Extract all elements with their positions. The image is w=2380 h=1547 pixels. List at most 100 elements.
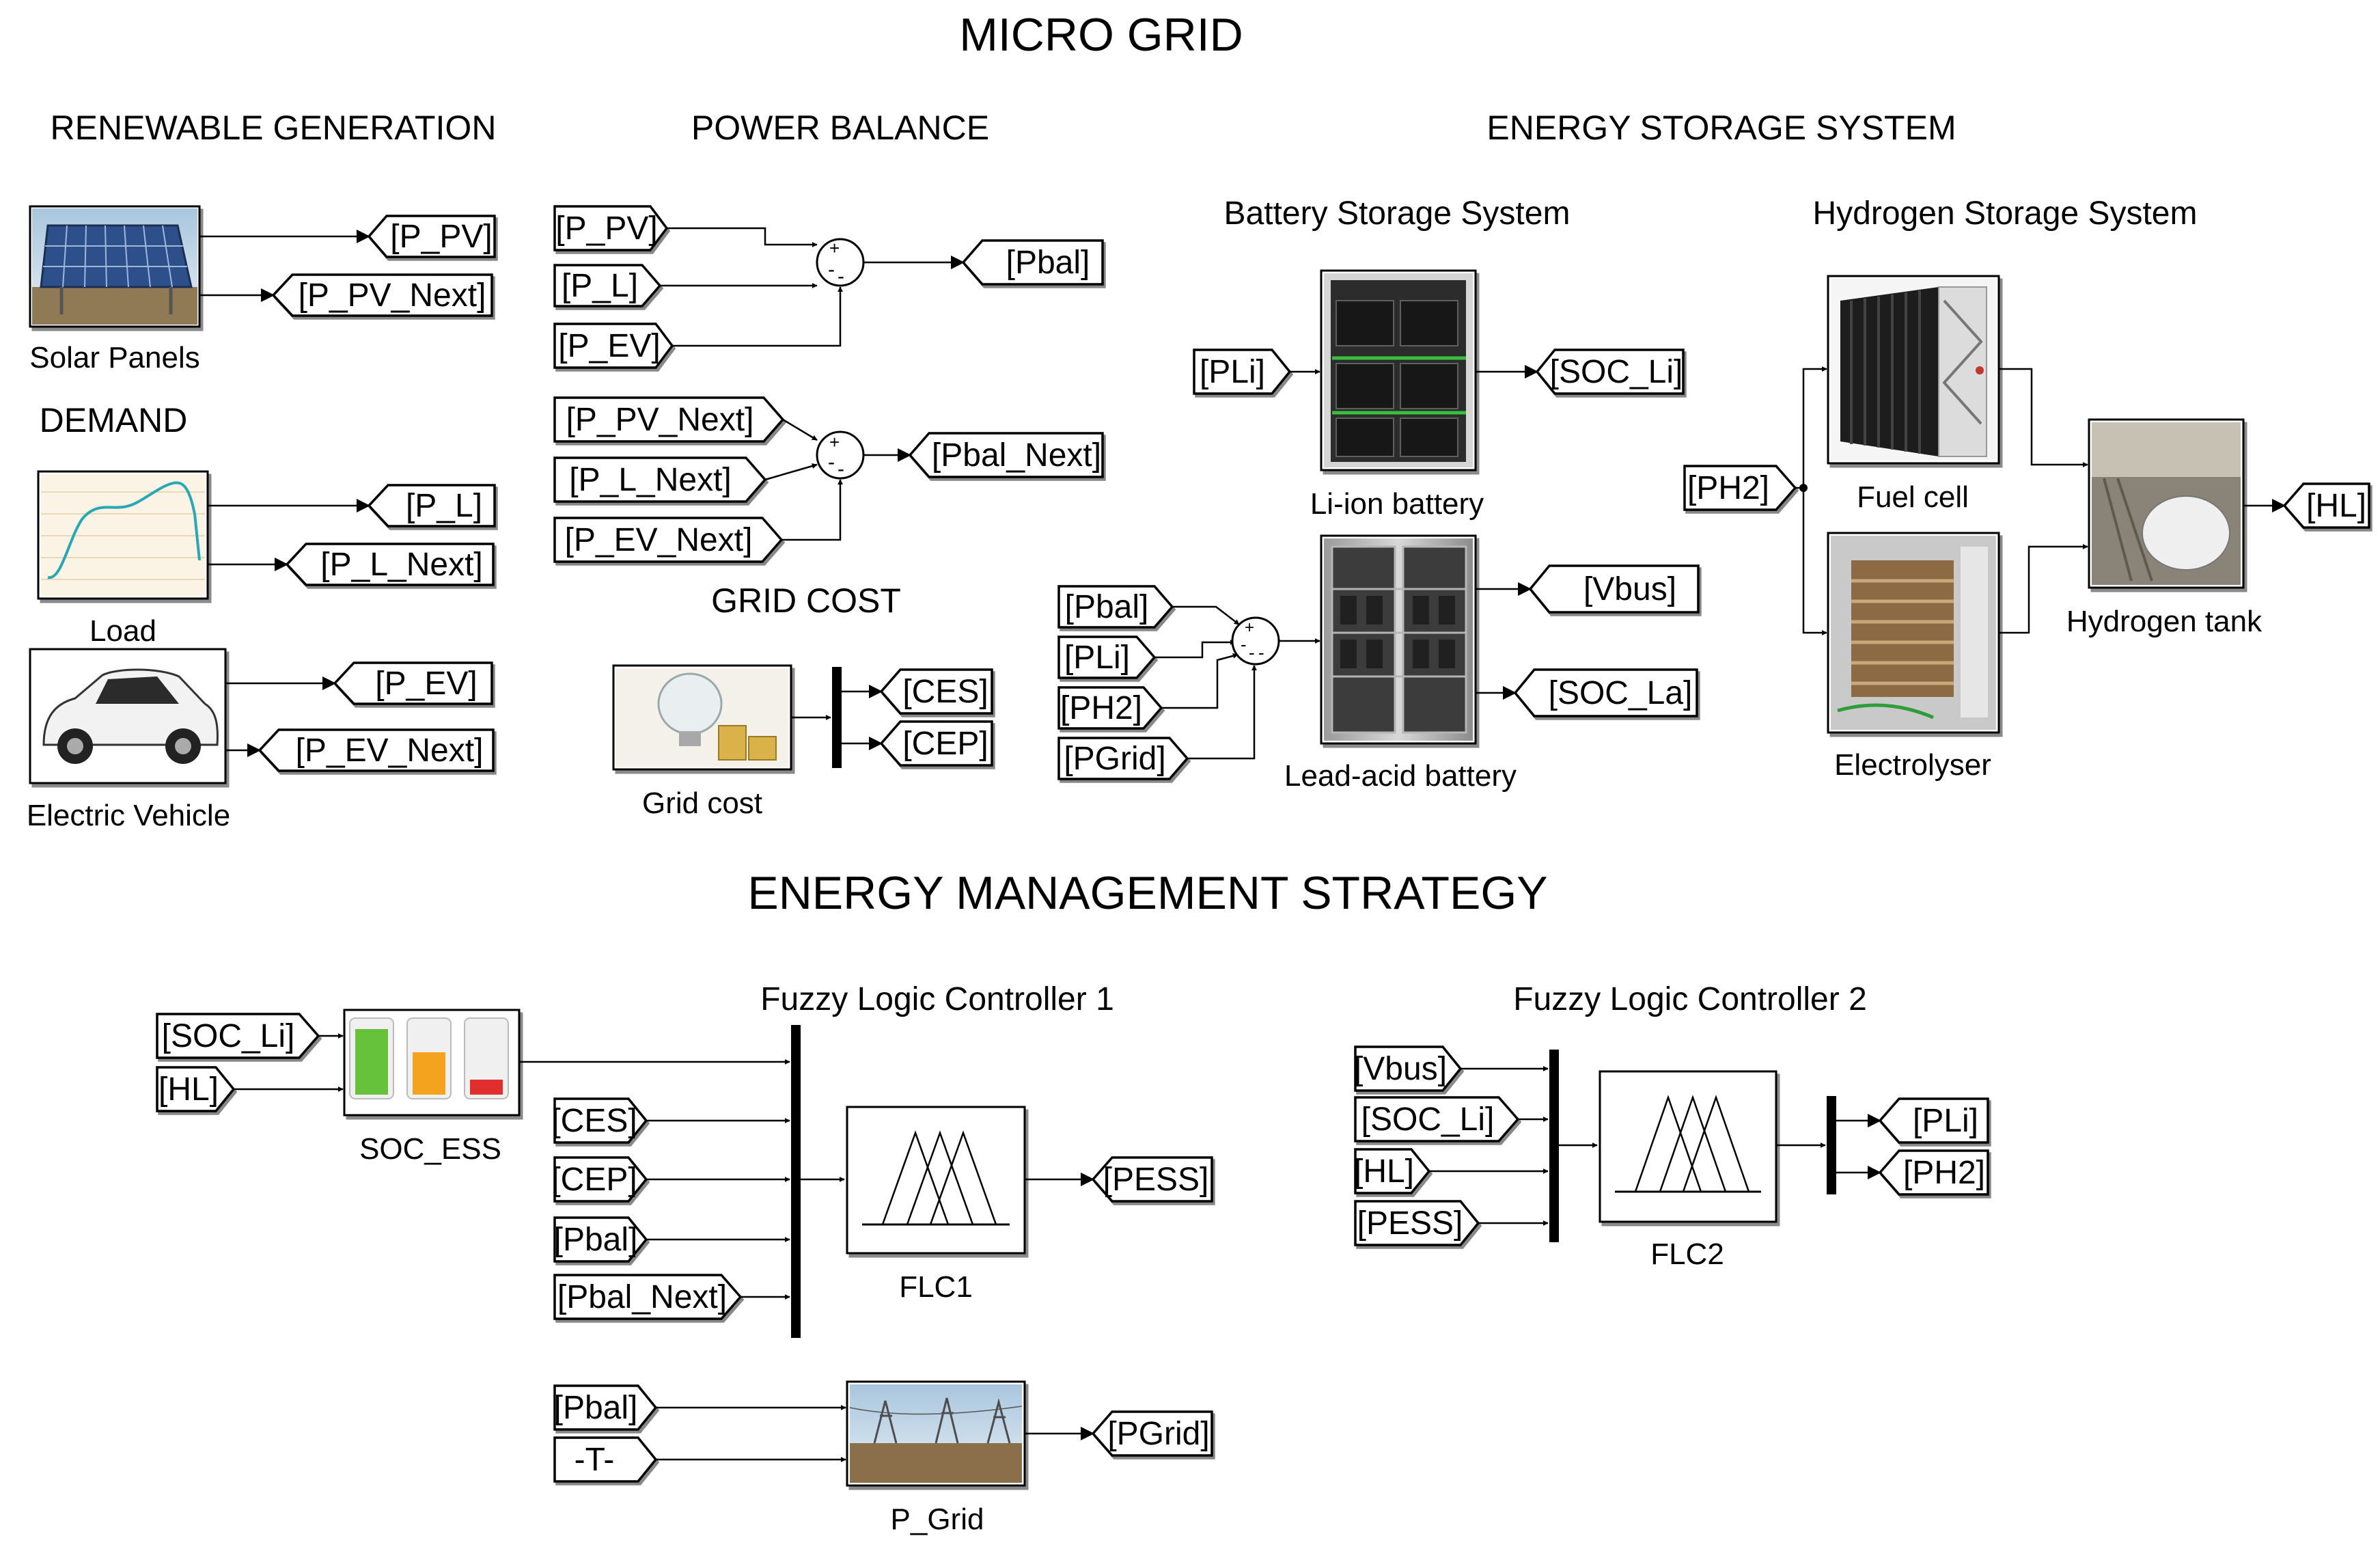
p-grid-block[interactable]: P_Grid [846, 1380, 1026, 1536]
tag-bs-pli[interactable]: [PLi] [1193, 348, 1292, 395]
fuzzy-membership-icon [846, 1106, 1026, 1255]
tag-ems-pess[interactable]: [PESS] [1091, 1156, 1213, 1203]
electrolyser-block[interactable]: Electrolyser [1827, 532, 2000, 782]
tag-pb-pbal[interactable]: [Pbal] [961, 239, 1104, 286]
tag-pg-t[interactable]: -T- [553, 1436, 658, 1483]
svg-text:[PH2]: [PH2] [1903, 1155, 1985, 1191]
svg-text:[PH2]: [PH2] [1687, 470, 1769, 506]
svg-text:[HL]: [HL] [2306, 488, 2366, 524]
tag-la-pbal[interactable]: [Pbal] [1057, 585, 1174, 629]
tag-dem-p-ev[interactable]: [P_EV] [333, 661, 493, 705]
svg-text:[P_L_Next]: [P_L_Next] [320, 547, 482, 583]
grid-cost-block[interactable]: Grid cost [612, 664, 792, 820]
tag-pb-p-pv-next[interactable]: [P_PV_Next] [553, 396, 785, 443]
svg-text:[SOC_Li]: [SOC_Li] [1550, 354, 1683, 390]
svg-text:[CEP]: [CEP] [902, 726, 988, 762]
svg-text:[Pbal_Next]: [Pbal_Next] [932, 437, 1101, 474]
flc2-mux-bar [1549, 1050, 1559, 1242]
tag-la-pgrid[interactable]: [PGrid] [1057, 737, 1189, 780]
tag-ems-ces[interactable]: [CES] [551, 1097, 648, 1144]
load-block[interactable]: Load [37, 470, 209, 648]
solar-panels-label: Solar Panels [29, 341, 199, 374]
svg-text:[P_PV_Next]: [P_PV_Next] [566, 402, 754, 438]
tag-dem-p-l-next[interactable]: [P_L_Next] [285, 543, 495, 586]
tag-pb-p-l-next[interactable]: [P_L_Next] [553, 456, 767, 503]
sum-block-pbal[interactable]: + - - [816, 238, 865, 288]
tag-pb-p-ev[interactable]: [P_EV] [553, 323, 674, 369]
tag-pb-p-ev-next[interactable]: [P_EV_Next] [553, 517, 784, 563]
svg-text:[P_L]: [P_L] [406, 488, 482, 524]
flc1-label: FLC1 [899, 1270, 973, 1304]
svg-text:-: - [828, 258, 835, 281]
svg-text:[SOC_La]: [SOC_La] [1549, 675, 1693, 711]
flc1-block[interactable]: FLC1 [846, 1106, 1026, 1304]
tag-la-soc-la[interactable]: [SOC_La] [1513, 668, 1698, 717]
section-renewable-generation: RENEWABLE GENERATION [51, 109, 497, 147]
svg-text:[SOC_Li]: [SOC_Li] [162, 1018, 295, 1054]
tag-dem-p-ev-next[interactable]: [P_EV_Next] [258, 728, 495, 772]
svg-text:+: + [829, 432, 840, 452]
svg-text:[CEP]: [CEP] [551, 1162, 637, 1198]
tag-pb-p-l[interactable]: [P_L] [553, 264, 662, 307]
tag-la-vbus[interactable]: [Vbus] [1528, 564, 1700, 614]
tag-gc-ces[interactable]: [CES] [879, 668, 993, 715]
tag-pb-pbal-next[interactable]: [Pbal_Next] [908, 432, 1104, 478]
tag-pb-p-pv[interactable]: [P_PV] [553, 205, 669, 251]
tag-ems-hl[interactable]: [HL] [156, 1066, 236, 1112]
svg-text:[Pbal]: [Pbal] [554, 1390, 638, 1426]
subsection-flc2-title: Fuzzy Logic Controller 2 [1513, 981, 1867, 1017]
hydrogen-tank-label: Hydrogen tank [2066, 605, 2263, 638]
tag-ems-pbal[interactable]: [Pbal] [553, 1216, 648, 1263]
soc-ess-block[interactable]: SOC_ESS [343, 1009, 521, 1166]
tag-la-pli[interactable]: [PLi] [1057, 635, 1157, 679]
sum-block-lead-acid[interactable]: + - - - [1231, 616, 1280, 666]
tag-ems-pbal-next[interactable]: [Pbal_Next] [553, 1274, 743, 1320]
li-ion-battery-block[interactable]: Li-ion battery [1310, 269, 1484, 521]
tag-ems-cep[interactable]: [CEP] [551, 1156, 648, 1203]
electrolyser-label: Electrolyser [1834, 748, 1991, 782]
tag-la-ph2[interactable]: [PH2] [1057, 686, 1163, 730]
svg-text:-: - [1258, 642, 1264, 663]
tag-f2-soc-li[interactable]: [SOC_Li] [1354, 1096, 1520, 1142]
tag-pg-pgrid[interactable]: [PGrid] [1091, 1410, 1213, 1457]
fuzzy-membership-icon [1599, 1070, 1777, 1223]
tag-dem-p-l[interactable]: [P_L] [367, 484, 496, 528]
svg-text:[PESS]: [PESS] [1357, 1205, 1463, 1242]
tag-gen-p-pv[interactable]: [P_PV] [367, 215, 496, 258]
solar-panels-block[interactable]: Solar Panels [29, 205, 201, 374]
tag-pg-pbal[interactable]: [Pbal] [553, 1384, 658, 1431]
svg-text:+: + [1245, 618, 1254, 637]
svg-text:[CES]: [CES] [902, 674, 988, 710]
svg-text:[PESS]: [PESS] [1103, 1162, 1209, 1198]
tag-f2-pli[interactable]: [PLi] [1878, 1097, 1989, 1144]
tag-f2-ph2[interactable]: [PH2] [1878, 1149, 1989, 1196]
flc2-block[interactable]: FLC2 [1599, 1070, 1777, 1271]
svg-text:[P_EV_Next]: [P_EV_Next] [296, 733, 484, 769]
hydrogen-tank-block[interactable]: Hydrogen tank [2066, 418, 2263, 638]
svg-text:[P_PV]: [P_PV] [390, 219, 492, 255]
lead-acid-battery-block[interactable]: Lead-acid battery [1284, 534, 1517, 793]
svg-text:[P_L_Next]: [P_L_Next] [569, 462, 731, 498]
tag-hs-ph2[interactable]: [PH2] [1683, 465, 1797, 511]
tag-f2-pess[interactable]: [PESS] [1354, 1200, 1480, 1246]
svg-text:[HL]: [HL] [158, 1071, 219, 1108]
tag-bs-soc-li[interactable]: [SOC_Li] [1535, 348, 1685, 395]
grid-cost-demux-bar [832, 667, 842, 768]
svg-text:[PH2]: [PH2] [1060, 690, 1142, 726]
flc2-label: FLC2 [1650, 1237, 1724, 1271]
section-power-balance: POWER BALANCE [691, 109, 989, 147]
electric-vehicle-block[interactable]: Electric Vehicle [27, 648, 230, 832]
tag-f2-vbus[interactable]: [Vbus] [1354, 1045, 1463, 1092]
tag-hs-hl[interactable]: [HL] [2282, 482, 2370, 529]
sum-block-pbal-next[interactable]: + - - [816, 430, 865, 480]
soc-ess-label: SOC_ESS [359, 1132, 501, 1166]
electric-vehicle-label: Electric Vehicle [27, 799, 230, 832]
tag-gc-cep[interactable]: [CEP] [879, 720, 993, 767]
tag-f2-hl[interactable]: [HL] [1354, 1148, 1431, 1194]
tag-ems-soc-li[interactable]: [SOC_Li] [156, 1013, 320, 1059]
lead-acid-battery-label: Lead-acid battery [1284, 759, 1517, 793]
fuel-cell-block[interactable]: Fuel cell [1827, 275, 2000, 514]
tag-gen-p-pv-next[interactable]: [P_PV_Next] [271, 273, 493, 317]
svg-text:[PGrid]: [PGrid] [1064, 741, 1165, 777]
svg-text:-: - [1241, 634, 1247, 655]
